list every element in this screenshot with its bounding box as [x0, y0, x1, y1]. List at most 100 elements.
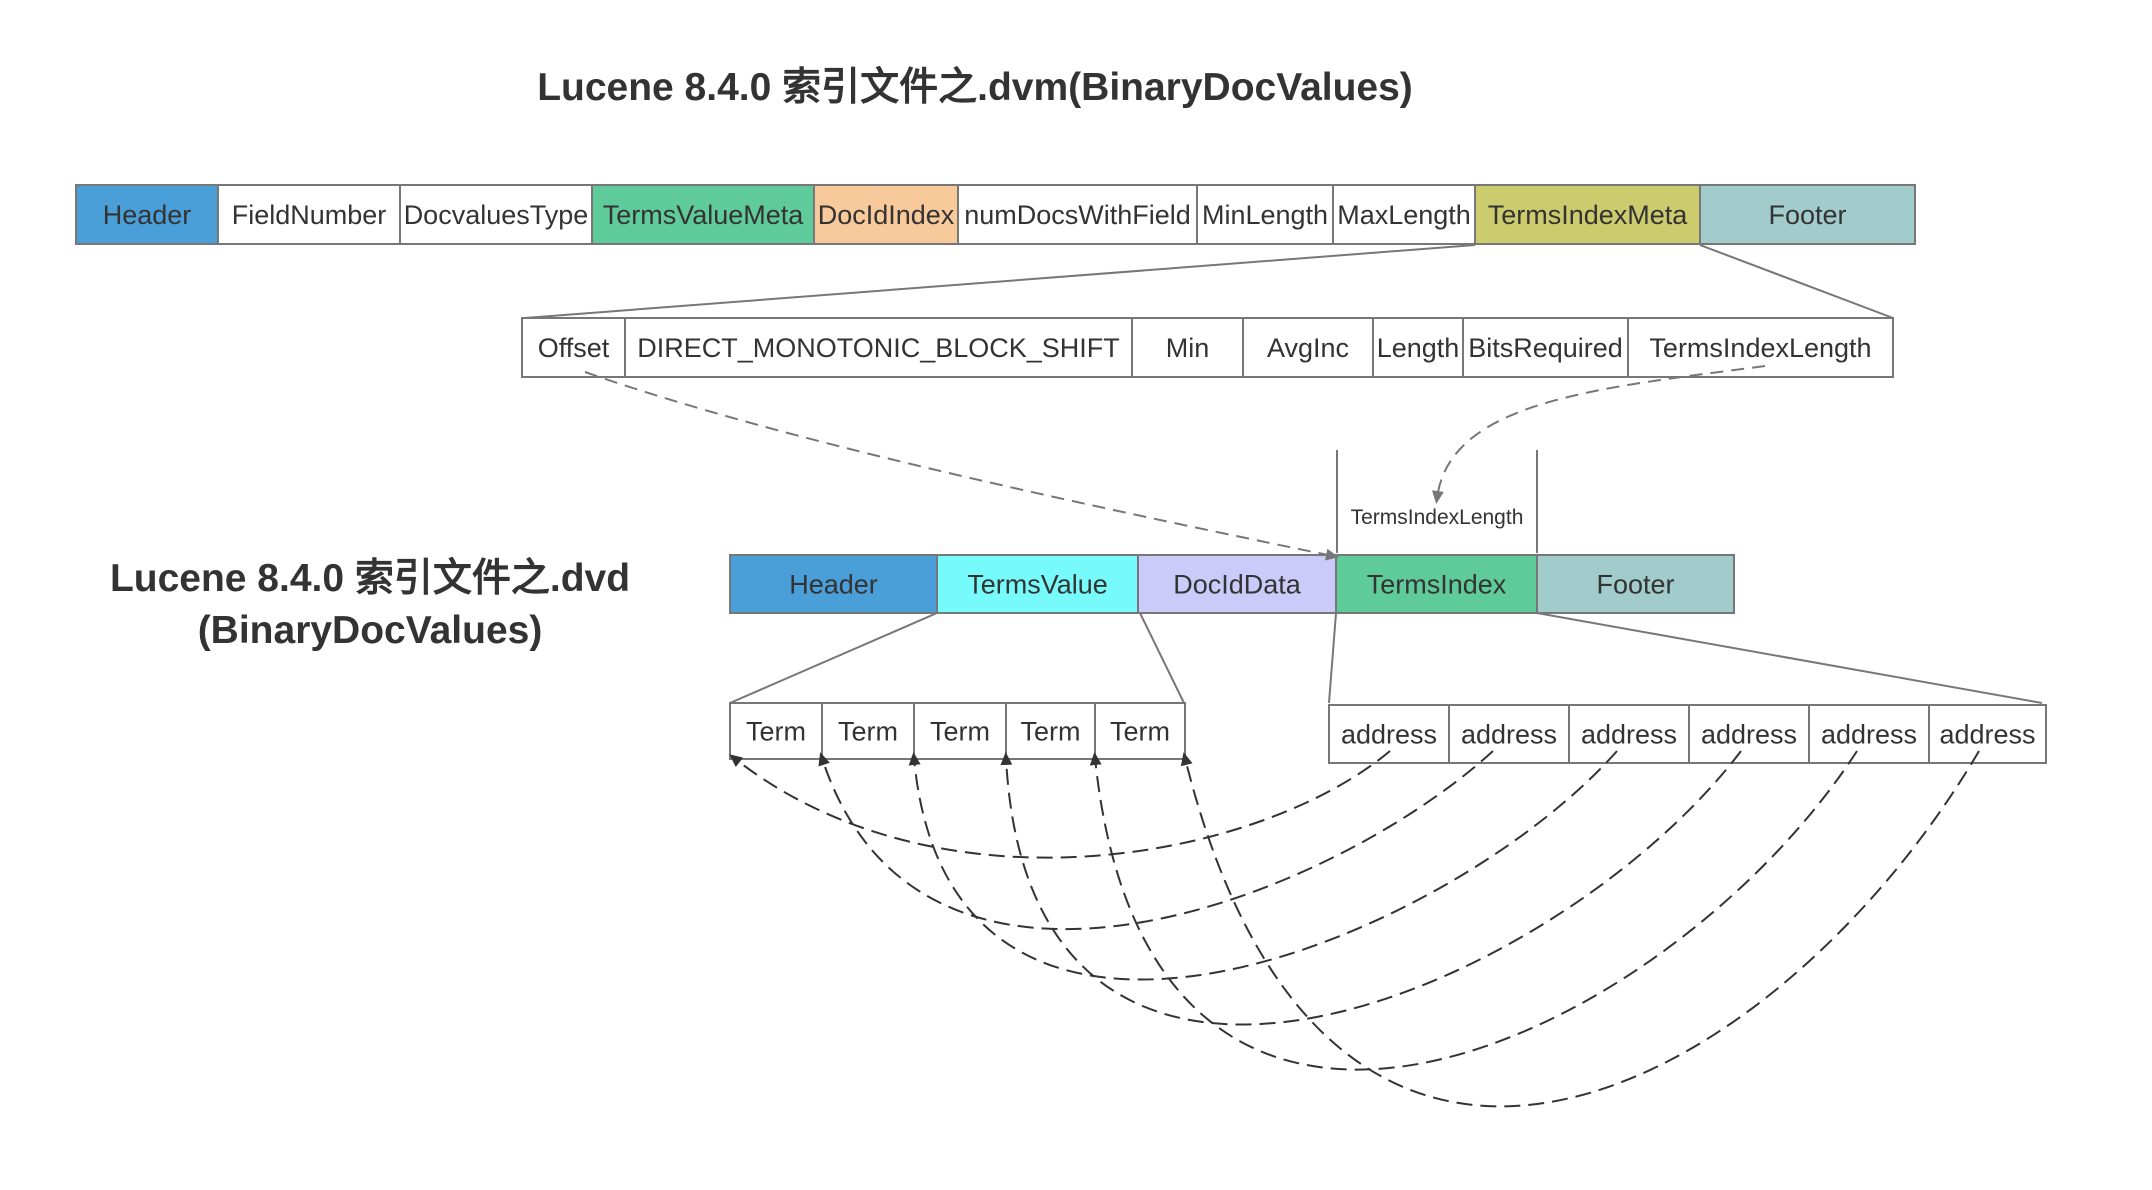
dvm-cell-header-1: Header: [75, 184, 219, 245]
address-cell-box: [1328, 704, 1450, 764]
offset-pointer-arrow: [584, 371, 1339, 561]
tim-cell-offset-1: Offset: [521, 317, 626, 378]
dvm-cell-label: MaxLength: [1337, 200, 1471, 230]
termsvalue-expand-right: [1139, 612, 1185, 704]
term-cell-term-1: Term: [729, 702, 823, 760]
address-cell-label: address: [1939, 720, 2035, 750]
dvm-cell-label: numDocsWithField: [964, 200, 1191, 230]
dvd-cell-header-1: Header: [729, 554, 938, 614]
dvm-cell-termsvaluemeta-4: TermsValueMeta: [591, 184, 815, 245]
address-cell-label: address: [1701, 720, 1797, 750]
dvd-cell-label: Header: [789, 570, 878, 600]
dvd-title-line1: Lucene 8.4.0 索引文件之.dvd: [110, 557, 630, 600]
terms-index-length-bracket: [1336, 450, 1538, 553]
termsvalue-expand-left: [729, 612, 938, 704]
term-cell-box: [913, 702, 1007, 760]
terms-row: Term Term Term Term Term: [729, 702, 1186, 760]
dvm-cell-label: TermsIndexMeta: [1488, 200, 1689, 230]
dvm-cell-box: [399, 184, 593, 245]
dvm-cell-label: DocIdIndex: [818, 200, 955, 230]
dvm-cell-box: [1474, 184, 1701, 245]
dvm-cell-docidindex-5: DocIdIndex: [813, 184, 959, 245]
term-cell-label: Term: [1021, 717, 1081, 747]
tim-cell-bitsrequired-6: BitsRequired: [1462, 317, 1629, 378]
dvm-cell-box: [1332, 184, 1476, 245]
tim-cell-min-3: Min: [1131, 317, 1244, 378]
dvd-cell-termsvalue-2: TermsValue: [936, 554, 1139, 614]
dvd-cell-label: DocIdData: [1173, 570, 1302, 600]
address-cell-label: address: [1461, 720, 1557, 750]
expand-line-left: [524, 244, 1476, 319]
term-cell-label: Term: [1110, 717, 1170, 747]
tim-cell-label: TermsIndexLength: [1649, 333, 1871, 363]
term-cell-term-3: Term: [913, 702, 1007, 760]
dvm-cell-footer-10: Footer: [1699, 184, 1916, 245]
expand-line-right: [1699, 244, 1894, 319]
dvd-cell-termsindex-4: TermsIndex: [1335, 554, 1538, 614]
expansion-lines: [524, 244, 2043, 704]
termsindex-expand-left: [1328, 612, 1337, 704]
dvm-cell-docvaluestype-3: DocvaluesType: [399, 184, 593, 245]
tim-cell-box: [1242, 317, 1374, 378]
dvd-cell-box: [936, 554, 1139, 614]
tim-cell-label: AvgInc: [1267, 333, 1349, 363]
term-cell-label: Term: [930, 717, 990, 747]
terms-index-length-label: TermsIndexLength: [1351, 506, 1524, 529]
dvd-cell-label: TermsIndex: [1367, 570, 1507, 600]
dvm-cell-fieldnumber-2: FieldNumber: [217, 184, 401, 245]
tim-cell-termsindexlength-7: TermsIndexLength: [1627, 317, 1894, 378]
dvm-cell-label: TermsValueMeta: [603, 200, 805, 230]
dvm-cell-numdocswithfield-6: numDocsWithField: [957, 184, 1198, 245]
tim-cell-box: [1462, 317, 1629, 378]
dvd-title-line2: (BinaryDocValues): [198, 609, 543, 652]
dvm-cell-minlength-7: MinLength: [1196, 184, 1334, 245]
dvm-cell-termsindexmeta-9: TermsIndexMeta: [1474, 184, 1701, 245]
dvd-cell-footer-5: Footer: [1536, 554, 1735, 614]
address-term-arrow-6: [1180, 750, 1980, 1108]
dvm-cell-box: [813, 184, 959, 245]
dvd-cell-box: [1536, 554, 1735, 614]
tim-cell-box: [624, 317, 1133, 378]
tim-cell-length-5: Length: [1372, 317, 1464, 378]
address-cell-address-2: address: [1448, 704, 1570, 764]
term-cell-term-5: Term: [1094, 702, 1186, 760]
address-term-arrow-1: [729, 750, 1391, 859]
term-cell-term-2: Term: [821, 702, 915, 760]
dvm-cell-label: Header: [103, 200, 192, 230]
address-cell-box: [1928, 704, 2047, 764]
term-cell-box: [729, 702, 823, 760]
address-term-arrow-2: [818, 750, 1494, 931]
termsindex-expand-right: [1536, 612, 2043, 704]
terms-index-length-pointer-arrow: [1431, 365, 1766, 504]
dvm-cell-box: [957, 184, 1198, 245]
tim-cell-label: DIRECT_MONOTONIC_BLOCK_SHIFT: [637, 333, 1120, 363]
dvm-cell-maxlength-8: MaxLength: [1332, 184, 1476, 245]
dvm-title: Lucene 8.4.0 索引文件之.dvm(BinaryDocValues): [537, 66, 1413, 109]
address-cell-box: [1688, 704, 1810, 764]
term-cell-term-4: Term: [1005, 702, 1096, 760]
dvm-cell-box: [75, 184, 219, 245]
address-cell-label: address: [1821, 720, 1917, 750]
address-term-arrow-5: [1089, 750, 1858, 1071]
address-cell-address-1: address: [1328, 704, 1450, 764]
tim-cell-label: Min: [1166, 333, 1210, 363]
tim-cell-direct-monotonic-block-shift-2: DIRECT_MONOTONIC_BLOCK_SHIFT: [624, 317, 1133, 378]
term-cell-label: Term: [838, 717, 898, 747]
dvd-cell-box: [1335, 554, 1538, 614]
terms-index-meta-row: Offset DIRECT_MONOTONIC_BLOCK_SHIFT Min Avg…: [521, 317, 1894, 378]
address-cell-address-4: address: [1688, 704, 1810, 764]
dvd-cell-label: TermsValue: [967, 570, 1108, 600]
address-cell-label: address: [1341, 720, 1437, 750]
address-cell-address-6: address: [1928, 704, 2047, 764]
dvm-cell-label: DocvaluesType: [404, 200, 589, 230]
dvm-cell-label: MinLength: [1202, 200, 1328, 230]
tim-cell-avginc-4: AvgInc: [1242, 317, 1374, 378]
dvm-cell-box: [1196, 184, 1334, 245]
address-term-arrow-3: [908, 750, 1618, 981]
address-cell-address-5: address: [1808, 704, 1930, 764]
term-cell-box: [1094, 702, 1186, 760]
dvm-cell-box: [217, 184, 401, 245]
